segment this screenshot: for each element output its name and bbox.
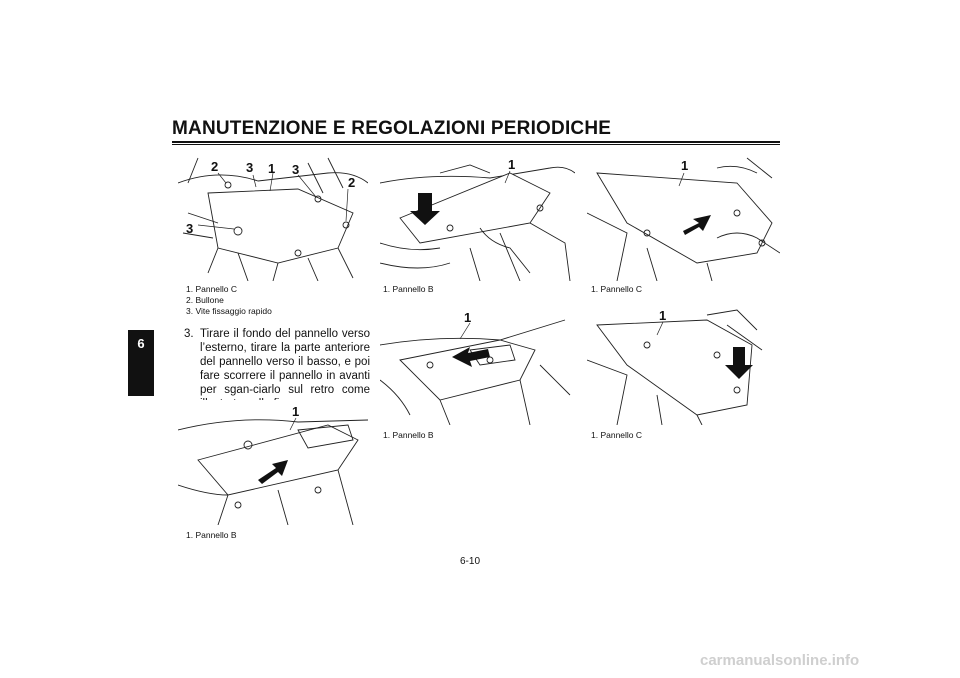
figure-5-caption: 1. Pannello B <box>383 430 434 440</box>
step-number: 3. <box>184 328 194 340</box>
callout-2b: 2 <box>348 175 355 190</box>
callout-1: 1 <box>464 310 471 325</box>
figure-6-caption: 1. Pannello C <box>591 430 643 440</box>
step-3: 3. Tirare il fondo del pannello verso l’… <box>184 327 370 411</box>
figure-panel-c-bolts: 2 3 1 3 2 3 <box>178 153 368 281</box>
figure-panel-b-push-down: 1 <box>380 153 575 281</box>
figure-panel-b-pull-out: 1 <box>380 305 575 425</box>
callout-1: 1 <box>659 308 666 323</box>
title-rule-thin <box>172 144 780 145</box>
callout-2a: 2 <box>211 159 218 174</box>
figure-panel-c-pull-down: 1 <box>587 305 780 425</box>
page-title: MANUTENZIONE E REGOLAZIONI PERIODICHE <box>172 118 612 139</box>
callout-1: 1 <box>508 157 515 172</box>
figure-2-caption: 1. Pannello B <box>383 284 434 294</box>
watermark: carmanualsonline.info <box>700 652 860 669</box>
figure-3-caption: 1. Pannello C <box>591 284 643 294</box>
callout-1: 1 <box>681 158 688 173</box>
title-rule <box>172 141 780 143</box>
figure-panel-b-slide: 1 <box>178 400 368 525</box>
chapter-tab: 6 <box>128 330 154 396</box>
figure-panel-c-push-forward: 1 <box>587 153 780 281</box>
step-text: Tirare il fondo del pannello verso l’est… <box>200 328 370 410</box>
figure-1-caption: 1. Pannello C 2. Bullone 3. Vite fissagg… <box>186 284 272 316</box>
callout-3b: 3 <box>292 162 299 177</box>
callout-3c: 3 <box>186 221 193 236</box>
callout-3a: 3 <box>246 160 253 175</box>
page-number: 6-10 <box>460 556 481 567</box>
figure-4-caption: 1. Pannello B <box>186 530 237 540</box>
callout-1: 1 <box>292 404 299 419</box>
callout-1: 1 <box>268 161 275 176</box>
